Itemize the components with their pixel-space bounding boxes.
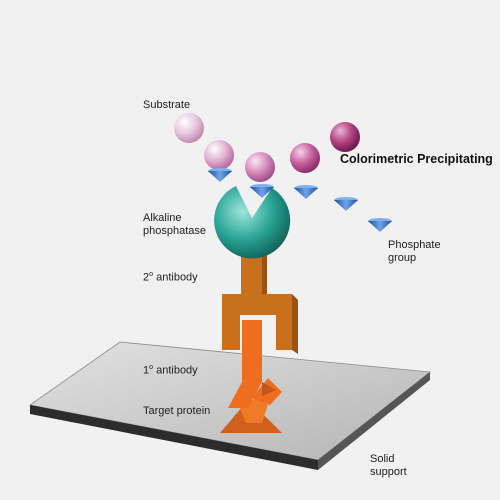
- solid-support-label-line2: support: [370, 466, 407, 478]
- platform-side-edge: [318, 372, 430, 470]
- substrate-spheres: [174, 113, 360, 182]
- secondary-antibody: [222, 247, 298, 354]
- substrate-sphere-2: [204, 140, 234, 170]
- phosphate-group-2: [250, 184, 274, 198]
- secondary-antibody-label: 2o antibody: [143, 268, 198, 285]
- phosphate-group-label-line1: Phosphate: [388, 239, 441, 251]
- secondary-antibody-word: antibody: [153, 271, 198, 284]
- platform-top: [28, 341, 432, 461]
- platform-front-edge: [30, 405, 318, 470]
- solid-support-label: Solid support: [370, 453, 407, 479]
- substrate-sphere-3: [245, 152, 275, 182]
- substrate-sphere-1: [174, 113, 204, 143]
- primary-antibody-shade: [262, 382, 276, 396]
- secondary-antibody-stem-shade: [262, 247, 267, 295]
- solid-support-label-line1: Solid: [370, 453, 395, 465]
- phosphate-group-3: [294, 185, 318, 199]
- target-protein-label: Target protein: [143, 405, 211, 417]
- primary-antibody-degree: o: [149, 364, 154, 371]
- alkaline-phosphatase-label: Alkaline phosphatase: [143, 212, 206, 238]
- primary-antibody-arm-right-join: [246, 398, 270, 423]
- substrate-sphere-4: [290, 143, 320, 173]
- secondary-antibody-number: 2: [143, 271, 150, 284]
- alkaline-phosphatase-enzyme: [214, 186, 291, 259]
- alkaline-phosphatase-label-line2: phosphatase: [143, 225, 206, 237]
- phosphate-group-4: [334, 197, 358, 211]
- phosphate-group-label: Phosphate group: [388, 239, 441, 265]
- primary-antibody: [228, 320, 282, 423]
- secondary-antibody-degree: o: [149, 271, 154, 278]
- primary-antibody-number: 1: [143, 364, 150, 377]
- primary-antibody-fork: [228, 382, 262, 408]
- phosphate-groups: [208, 168, 392, 232]
- primary-antibody-stem: [242, 320, 262, 382]
- substrate-sphere-5: [330, 122, 360, 152]
- substrate-label: Substrate: [143, 99, 191, 111]
- primary-antibody-label: 1o antibody: [143, 361, 198, 378]
- primary-antibody-word: antibody: [153, 364, 198, 377]
- phosphate-group-1: [208, 168, 232, 182]
- phosphate-group-label-line2: group: [388, 252, 417, 264]
- secondary-antibody-stem: [241, 247, 262, 295]
- secondary-antibody-arms: [222, 294, 292, 350]
- alkaline-phosphatase-label-line1: Alkaline: [143, 212, 182, 224]
- colorimetric-precipitating-label: Colorimetric Precipitating: [340, 152, 493, 166]
- secondary-antibody-arms-shade: [292, 294, 298, 354]
- phosphate-group-5: [368, 218, 392, 232]
- solid-support: [28, 341, 432, 470]
